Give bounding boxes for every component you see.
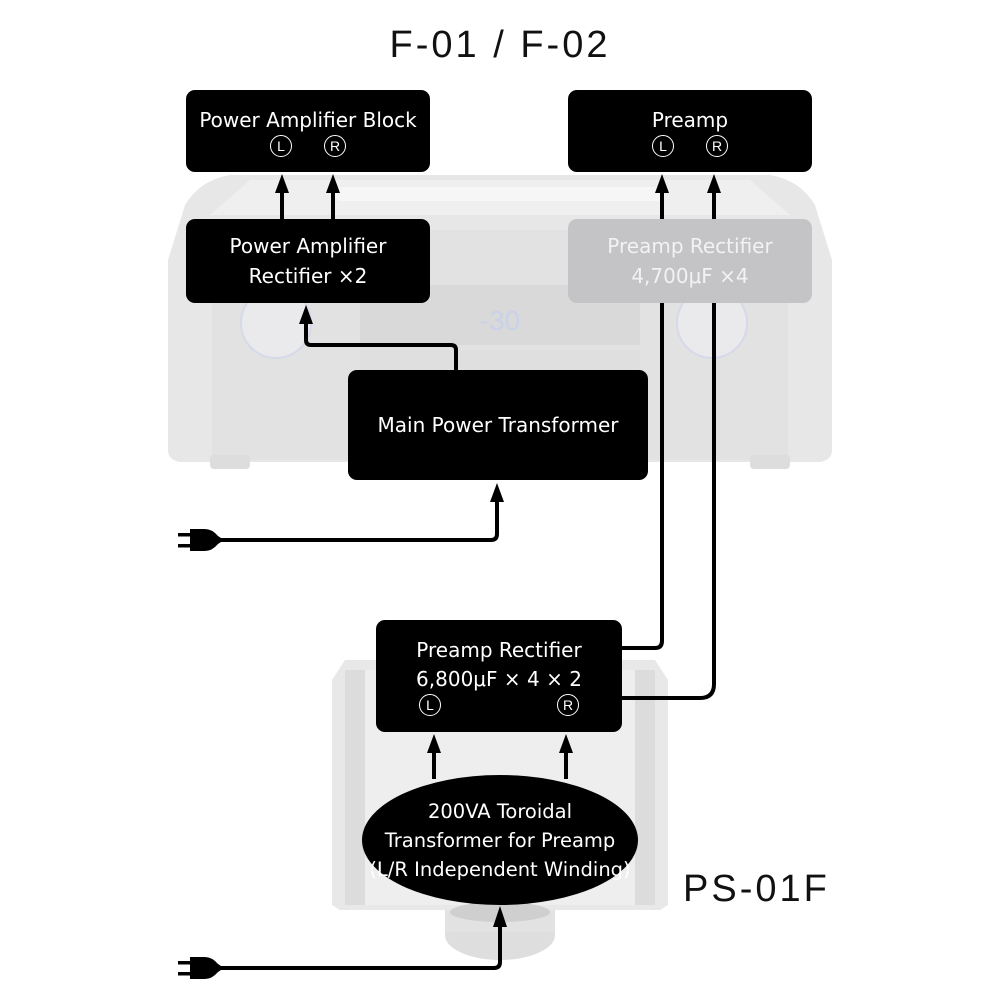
external-preamp-rectifier: Preamp Rectifier 6,800μF × 4 × 2 L R [376, 620, 622, 732]
preamp-block: Preamp L R [568, 90, 812, 172]
box-label-line2: 4,700μF ×4 [631, 264, 749, 288]
channel-markers: L R [652, 135, 728, 157]
box-label: Power Amplifier Block [199, 108, 417, 132]
channel-markers: L R [419, 694, 579, 716]
channel-right-marker: R [324, 135, 346, 157]
main-power-transformer: Main Power Transformer [348, 370, 648, 480]
arrow-up-icon [493, 906, 507, 927]
channel-left-marker: L [270, 135, 292, 157]
wire-mpt-to-par [304, 322, 458, 370]
channel-right-marker: R [706, 135, 728, 157]
internal-preamp-rectifier-faded: Preamp Rectifier 4,700μF ×4 [568, 219, 812, 303]
power-plug-icon [178, 529, 224, 551]
box-label-line2: Rectifier ×2 [248, 264, 368, 288]
channel-left-marker: L [419, 694, 441, 716]
arrow-up-icon [275, 174, 289, 193]
arrow-up-icon [559, 734, 573, 753]
box-label: Main Power Transformer [377, 413, 619, 437]
top-handle-slot [335, 187, 665, 201]
box-label-line1: 200VA Toroidal [427, 799, 573, 823]
wire-ext-rect-to-preamp-right [622, 190, 716, 700]
box-label-line3: (L/R Independent Winding) [369, 857, 631, 881]
box-label-line1: Preamp Rectifier [607, 234, 773, 258]
power-amplifier-rectifier: Power Amplifier Rectifier ×2 [186, 219, 430, 303]
arrow-up-icon [490, 483, 504, 502]
wire-plug-to-mpt [220, 500, 499, 542]
channel-right-marker: R [557, 694, 579, 716]
box-label-line2: 6,800μF × 4 × 2 [416, 667, 582, 691]
box-label: Preamp [651, 108, 729, 132]
box-label-line1: Power Amplifier [229, 234, 387, 258]
display-readout: -30 [480, 305, 520, 336]
channel-markers: L R [270, 135, 346, 157]
box-label-line2: Transformer for Preamp [384, 828, 616, 852]
wire-plug-to-toroidal [220, 925, 502, 970]
title-ps01f: PS-01F [683, 868, 830, 910]
toroidal-transformer: 200VA Toroidal Transformer for Preamp (L… [362, 775, 638, 905]
title-f01-f02: F-01 / F-02 [389, 24, 611, 66]
arrow-up-icon [655, 174, 669, 193]
power-plug-icon [178, 957, 224, 979]
arrow-up-icon [299, 305, 313, 324]
wire-ext-rect-to-preamp-left [622, 190, 664, 650]
power-amplifier-block: Power Amplifier Block L R [186, 90, 430, 172]
arrow-up-icon [707, 174, 721, 193]
arrow-up-icon [427, 734, 441, 753]
arrow-up-icon [326, 174, 340, 193]
channel-left-marker: L [652, 135, 674, 157]
box-label-line1: Preamp Rectifier [416, 638, 582, 662]
